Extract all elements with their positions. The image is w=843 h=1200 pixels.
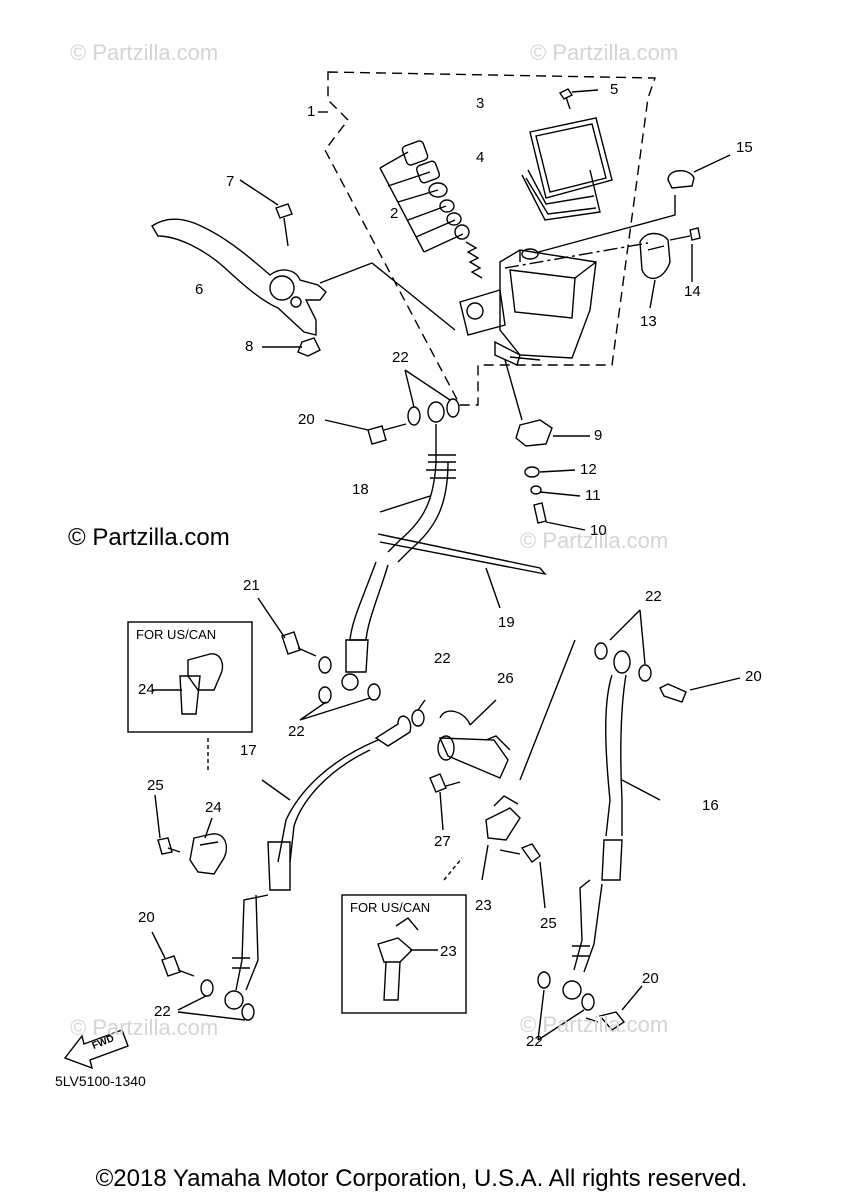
callout: 19 [498,614,515,631]
callout: 22 [434,650,451,667]
callout: 22 [154,1003,171,1020]
callout: 27 [434,833,451,850]
callout: 7 [226,173,235,190]
callout: 1 [307,103,316,120]
callout: 20 [298,411,315,428]
fwd-arrow [63,1029,129,1070]
callout: 25 [147,777,164,794]
callout: 15 [736,139,753,156]
us-can-box-24 [127,621,253,733]
callout: 25 [540,915,557,932]
callout: 20 [138,909,155,926]
callout: 20 [642,970,659,987]
callout: 11 [585,487,601,504]
diagram-code: 5LV5100-1340 [55,1073,146,1089]
copyright: ©2018 Yamaha Motor Corporation, U.S.A. A… [95,1165,748,1192]
callout: 14 [684,283,701,300]
master-cylinder [459,248,597,366]
brake-lever [151,218,456,336]
callout: 24 [205,799,222,816]
watermark: © Partzilla.com [70,40,219,65]
us-can-box-23 [341,894,467,1014]
callout: 22 [526,1033,543,1050]
callout: 20 [745,668,762,685]
callout: 13 [640,313,657,330]
callout: 21 [243,577,260,594]
callout: 6 [195,281,204,298]
callout: 4 [476,149,485,166]
watermark: © Partzilla.com [520,1012,669,1037]
callout: 2 [390,205,399,222]
main-watermark: © Partzilla.com [68,524,230,551]
box-title: FOR US/CAN [136,627,217,642]
callout: 22 [288,723,305,740]
watermark: © Partzilla.com [70,1015,219,1040]
callout: 5 [610,81,619,98]
callout: 16 [702,797,719,814]
watermark: © Partzilla.com [530,40,679,65]
callout: 22 [645,588,662,605]
assembly-boundary [324,71,656,406]
callout: 23 [440,943,457,960]
callout: 17 [240,742,257,759]
box-title: FOR US/CAN [350,900,431,915]
callout: 22 [392,349,409,366]
callout: 9 [594,427,603,444]
reservoir-cap [521,117,613,221]
piston-kit [379,140,483,279]
callout: 18 [352,481,369,498]
callout: 3 [476,95,485,112]
callout: 23 [475,897,492,914]
watermark: © Partzilla.com [520,528,669,553]
callout: 26 [497,670,514,687]
callout: 12 [580,461,597,478]
callout: 24 [138,681,155,698]
callout: 8 [245,338,254,355]
callout: 10 [590,522,607,539]
